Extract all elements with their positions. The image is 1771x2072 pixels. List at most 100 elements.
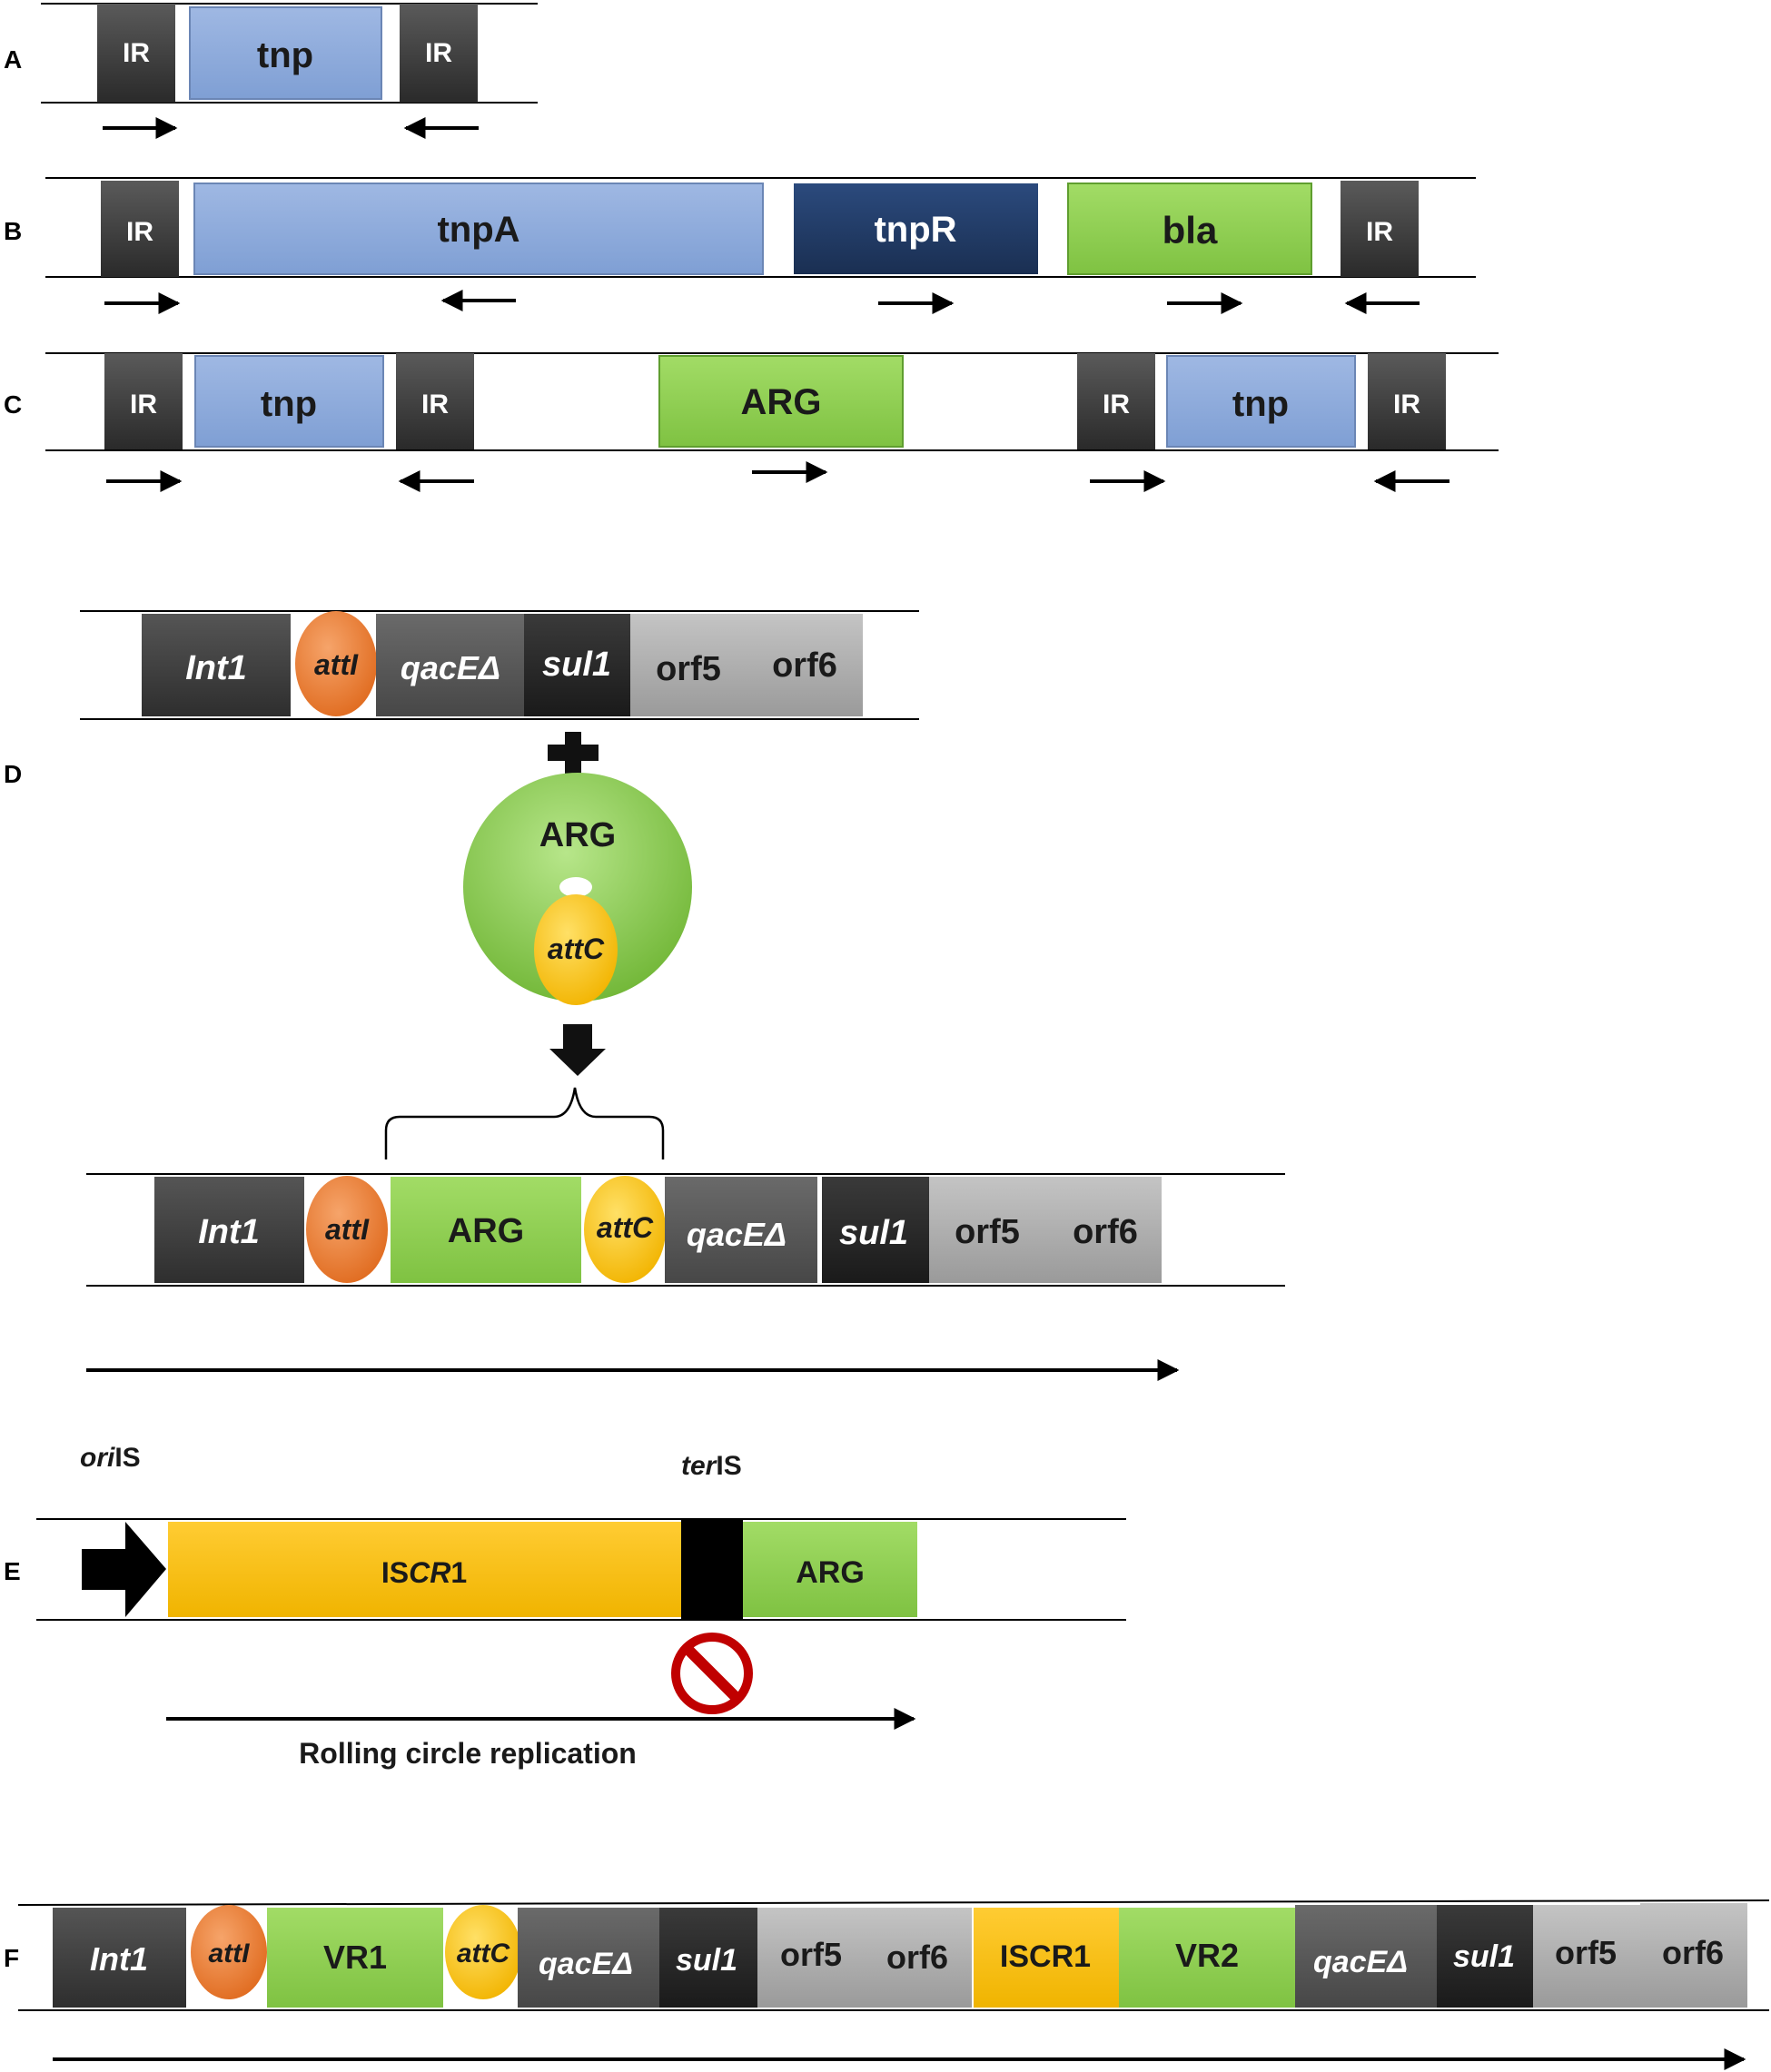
panel-f-attC: attC (445, 1905, 521, 1999)
panel-c-ir-3: IR (1077, 353, 1155, 449)
terIS-rest: IS (716, 1451, 741, 1481)
oriIS-rest: IS (114, 1443, 140, 1473)
panel-f-attC-label: attC (457, 1939, 511, 1968)
panel-d-top-sul1-label: sul1 (542, 646, 611, 684)
iscr-italic: CR (409, 1556, 450, 1589)
panel-d-top-qacE: qacEΔ (376, 614, 524, 716)
panel-b: IR tnpA tnpR bla IR (45, 177, 1476, 314)
panel-c-arg-label: ARG (741, 382, 822, 422)
panel-b-ir-left-label: IR (126, 217, 153, 247)
panel-f-orf6-2: orf6 (1640, 1903, 1747, 2008)
panel-d-bottom-int1-label: Int1 (198, 1213, 260, 1251)
panel-e-iscr1: ISCR1 (168, 1522, 681, 1617)
panel-f-vr1: VR1 (267, 1908, 443, 2008)
panel-c-arg: ARG (658, 355, 904, 448)
panel-a-letter: A (4, 45, 22, 74)
panel-e-arg: ARG (743, 1522, 917, 1617)
panel-d-top-orf6: orf6 (747, 614, 863, 716)
panel-d-bottom-attI: attI (306, 1176, 388, 1283)
panel-d-cassette-ring: ARG attC (463, 773, 692, 1005)
panel-c-letter: C (4, 390, 22, 419)
panel-d-top-attI-label: attI (314, 648, 359, 681)
panel-b-tnpA-label: tnpA (437, 210, 519, 250)
panel-d-bottom-integron: Int1 attI ARG attC qacEΔ sul1 orf5 orf6 (86, 1173, 1285, 1287)
panel-f-orf5-1-label: orf5 (780, 1936, 842, 1973)
panel-c-ir-2: IR (396, 353, 474, 449)
panel-f-orf6-2-label: orf6 (1662, 1934, 1724, 1971)
panel-c-ir-4-label: IR (1393, 390, 1420, 419)
panel-d-bottom-attI-label: attI (325, 1213, 370, 1246)
panel-c: IR tnp IR ARG IR tnp IR (45, 352, 1499, 492)
terIS-label: terIS (681, 1451, 742, 1481)
panel-f-sul1-1-label: sul1 (676, 1943, 737, 1978)
panel-f-vr2-label: VR2 (1175, 1937, 1239, 1974)
panel-c-ir-2-label: IR (421, 390, 449, 419)
panel-f-sul1-1: sul1 (659, 1908, 757, 2008)
panel-d-letter: D (4, 760, 22, 788)
panel-b-tnpR: tnpR (794, 183, 1038, 274)
panel-b-ir-right: IR (1341, 181, 1419, 277)
panel-f-qacE-2: qacEΔ (1295, 1905, 1437, 2008)
panel-f-orf6-1-label: orf6 (886, 1939, 948, 1976)
panel-d-bottom-arg-label: ARG (448, 1212, 524, 1250)
panel-c-ir-4: IR (1368, 353, 1446, 449)
plus-icon (548, 732, 599, 774)
panel-a-ir-right-label: IR (425, 38, 452, 68)
panel-d-top-int1-label: Int1 (185, 649, 247, 687)
panel-b-tnpR-label: tnpR (874, 210, 956, 250)
panel-a-tnp-label: tnp (257, 35, 313, 75)
panel-d-cassette-arg-label: ARG (539, 816, 616, 854)
panel-d-bottom-sul1: sul1 (822, 1177, 929, 1283)
panel-d-bottom-orf5: orf5 (929, 1177, 1045, 1283)
panel-d-top-attI: attI (295, 611, 377, 716)
panel-d-top-qacE-label: qacEΔ (401, 649, 500, 686)
panel-d-top-orf5-label: orf5 (656, 650, 721, 688)
panel-d-bottom-qacE-label: qacEΔ (687, 1216, 787, 1253)
panel-f-attI-label: attI (209, 1939, 251, 1968)
panel-d-bottom-attC-label: attC (597, 1211, 654, 1244)
panel-f-attI: attI (191, 1905, 267, 1999)
panel-c-ir-3-label: IR (1103, 390, 1130, 419)
panel-d-top-sul1: sul1 (524, 614, 630, 716)
panel-f-orf5-1: orf5 (757, 1908, 865, 2008)
panel-a-ir-left: IR (97, 4, 175, 103)
panel-f-orf6-1: orf6 (865, 1908, 972, 2008)
terIS-block (681, 1519, 743, 1620)
oriIS-arrow-icon (82, 1522, 166, 1617)
iscr-post: 1 (450, 1556, 467, 1589)
panel-c-ir-1: IR (104, 353, 183, 449)
panel-f-orf5-2-label: orf5 (1555, 1934, 1617, 1971)
panel-b-letter: B (4, 217, 22, 245)
panel-a: IR tnp IR (41, 3, 538, 139)
panel-d-top-orf5: orf5 (630, 614, 747, 716)
panel-d-bottom-sul1-label: sul1 (839, 1214, 908, 1252)
panel-d-bottom-orf6: orf6 (1045, 1177, 1162, 1283)
panel-c-tnp-2-label: tnp (1232, 384, 1289, 424)
panel-f-qacE-1-label: qacEΔ (539, 1947, 633, 1981)
oriIS-label: oriIS (80, 1443, 141, 1473)
terIS-italic: ter (681, 1451, 718, 1481)
panel-d-bottom-int1: Int1 (154, 1177, 304, 1283)
panel-f-vr2: VR2 (1119, 1908, 1295, 2008)
rolling-circle-caption: Rolling circle replication (299, 1737, 637, 1770)
panel-d-top-orf6-label: orf6 (772, 646, 837, 685)
panel-e: oriIS terIS ISCR1 ARG Rolling circle rep… (36, 1443, 1126, 1770)
panel-b-ir-right-label: IR (1366, 217, 1393, 247)
panel-d-bottom-attC: attC (584, 1176, 666, 1283)
panel-f-vr1-label: VR1 (323, 1939, 387, 1976)
panel-b-tnpA: tnpA (193, 183, 764, 275)
iscr-pre: IS (381, 1556, 409, 1589)
panel-f-sul1-2-label: sul1 (1453, 1939, 1515, 1974)
panel-f-iscr1: ISCR1 (974, 1908, 1119, 2008)
panel-e-arg-label: ARG (796, 1555, 865, 1590)
panel-f-qacE-1: qacEΔ (518, 1908, 659, 2008)
insertion-brace (384, 1087, 665, 1159)
panel-d-bottom-arg: ARG (391, 1177, 581, 1283)
panel-b-bla-label: bla (1163, 209, 1218, 252)
panel-d-cassette-attC: attC (534, 894, 618, 1005)
panel-a-ir-left-label: IR (123, 38, 150, 68)
panel-d-top-integron: Int1 attI qacEΔ sul1 orf5 orf6 (80, 610, 919, 720)
panel-c-tnp-2: tnp (1166, 355, 1356, 448)
panel-f-int1: Int1 (53, 1908, 186, 2008)
